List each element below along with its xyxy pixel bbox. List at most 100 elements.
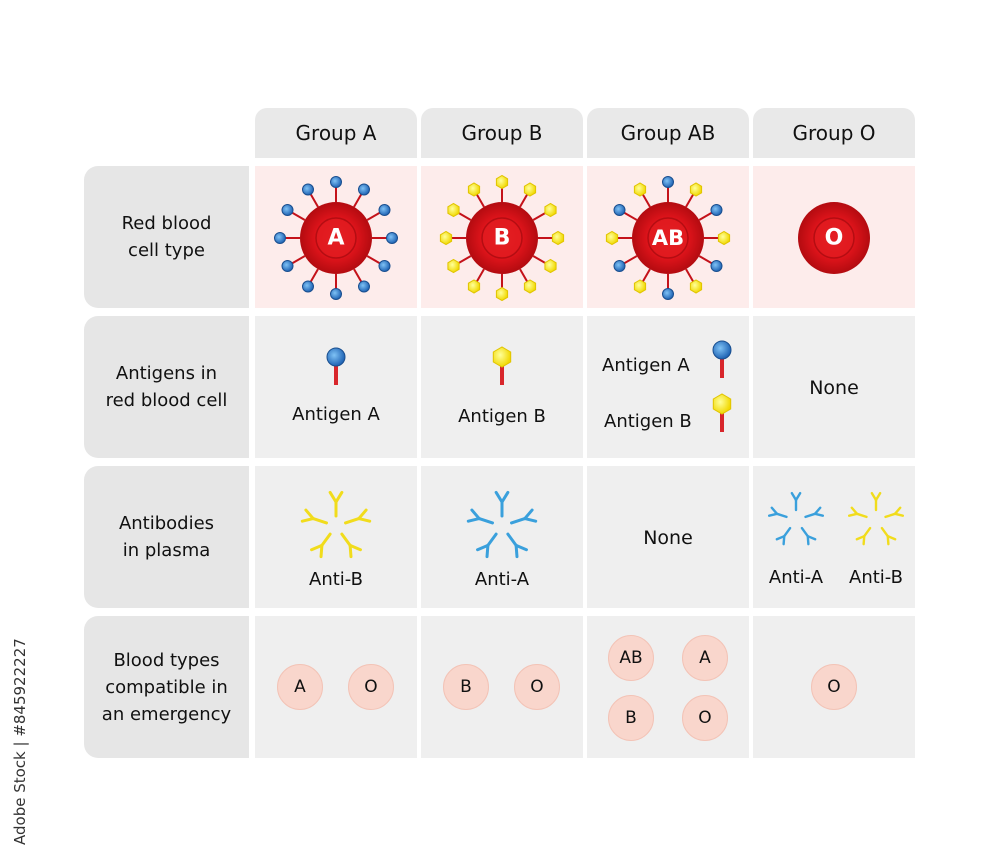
antigen-stalk [641,192,651,208]
antibody-arm [300,517,315,523]
antigen-b-icon [467,279,481,294]
antibody-arm [357,517,372,523]
stock-watermark: Adobe Stock | #845922227 [11,638,29,846]
antibody-arm [813,512,824,517]
antibody-arm [850,506,859,516]
rbc-letter-b: B [493,225,511,251]
antigen-stalk [641,268,651,284]
antigen-stalk [475,268,485,284]
antibody-arm [470,508,481,521]
antigen-stalk [519,192,529,208]
antigen-stalk [685,268,695,284]
antibody-arm [514,543,528,552]
row-header-compatible: Blood types compatible in an emergency [84,616,249,758]
antigen-stalk [475,192,485,208]
antigen-stalk [500,363,504,385]
antigen-b-icon [544,258,557,274]
cell-antigen-ab [587,316,749,458]
antibody-stem [863,526,872,538]
row-header-line: Red blood [121,213,212,234]
cell-antigen-a [255,316,417,458]
rbc-letter-o: O [824,225,844,251]
antigen-a-icon [281,204,294,216]
cell-antibody-a [255,466,417,608]
antibody-label-o-a: Anti-A [768,567,824,588]
antigen-stalk [309,268,319,284]
antibody-stem [311,517,328,525]
row-header-line: an emergency [101,703,232,725]
antigen-a-icon [378,260,391,272]
antibody-anti-b-icon [328,518,343,533]
antibody-arm [334,490,344,504]
chip-a-0: A [277,664,323,710]
antibody-arm [523,508,534,521]
chip-ab-1: A [682,635,728,681]
antigen-b-icon [495,174,509,190]
antibody-arm [500,490,510,504]
antibody-arm [794,491,802,502]
header-group-ab: Group AB [587,108,749,158]
antigen-stalk [622,211,638,221]
header-label: Group A [295,121,377,145]
antibody-arm [310,543,324,552]
antibody-arm [770,506,779,516]
rbc-letter-a: A [327,225,345,251]
antigen-label-a: Antigen A [292,404,380,425]
antigen-b-icon [467,182,481,197]
chip-b-0: B [443,664,489,710]
antibody-stem [783,526,792,538]
antibody-stem [855,512,868,519]
antibody-arm [476,543,490,552]
antigen-stalk [290,211,306,221]
antigen-a-icon [710,204,723,216]
chip-ab-3: O [682,695,728,741]
antibody-arm [874,491,882,502]
header-group-o: Group O [753,108,915,158]
antibody-arm [485,543,490,559]
antigen-b-icon [495,286,509,302]
antigen-stalk [519,268,529,284]
red-cell-center [647,217,689,259]
antibody-arm [304,508,315,521]
antibody-arm [328,490,338,504]
antibody-stem [486,532,498,547]
chip-b-1: O [514,664,560,710]
antibody-label-b: Anti-A [474,569,530,590]
antigen-a-icon [386,232,398,244]
chip-o-0: O [811,664,857,710]
antibody-arm [494,490,504,504]
antibody-stem [340,532,352,547]
header-group-a: Group A [255,108,417,158]
antigen-a-icon [662,176,674,188]
row-header-line: Blood types [113,649,220,671]
antigen-b-icon [551,230,565,246]
antigen-stalk [698,211,714,221]
antibody-arm [514,543,519,559]
header-label: Group O [792,121,876,145]
antigen-label-ab-a: Antigen A [602,355,690,376]
chip-ab-2: B [608,695,654,741]
antigen-b-icon [492,346,512,368]
row-header-rbc: Red blood cell type [84,166,249,308]
antibody-arm [348,543,362,552]
antibody-anti-b-icon [871,515,882,526]
antigen-a-icon [326,347,346,367]
antigen-b-icon [447,202,460,218]
antigen-stalk [720,410,724,432]
row-header-line: Antigens in [115,363,218,384]
antigen-a-icon [281,260,294,272]
rbc-letter-ab: AB [651,226,685,250]
antibody-arm [886,534,890,546]
antibody-arm [855,534,866,541]
row-header-antigens: Antigens in red blood cell [84,316,249,458]
antigen-a-icon [613,204,626,216]
antigen-b-icon [523,279,537,294]
antigen-a-icon [302,280,314,293]
antibody-stem [506,532,518,547]
antibody-stem [775,512,788,519]
antigen-label-ab-b: Antigen B [604,411,692,432]
antigen-b-icon [717,230,731,246]
antigen-stalk [622,255,638,265]
antibody-label-o-b: Anti-B [849,567,903,588]
antigen-a-icon [302,183,314,196]
